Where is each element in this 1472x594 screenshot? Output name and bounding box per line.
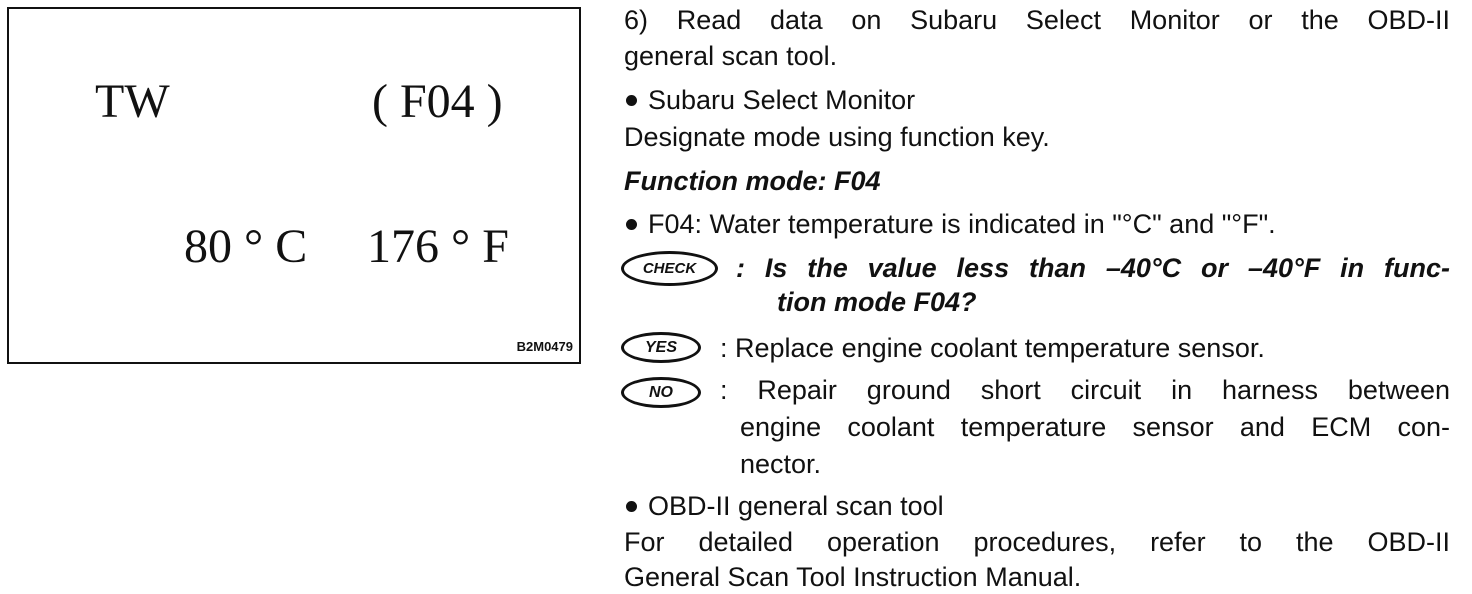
no-action-line-1: : Repair ground short circuit in harness… <box>720 375 1450 405</box>
no-action-line-3: nector. <box>740 449 822 479</box>
bullet-obd-scan-tool: OBD-II general scan tool <box>626 493 944 520</box>
bullet-subaru-select-monitor: Subaru Select Monitor <box>626 87 915 114</box>
bullet-dot-icon <box>626 219 637 230</box>
display-fahrenheit-value: 176 ° F <box>367 220 509 273</box>
yes-action-text: : Replace engine coolant temperature sen… <box>720 333 1265 363</box>
check-question-line-1: : Is the value less than –40°C or –40°F … <box>736 253 1450 283</box>
display-parameter-label: TW <box>95 75 170 128</box>
bullet-f04-text: F04: Water temperature is indicated in "… <box>648 209 1276 239</box>
check-question-line-2: tion mode F04? <box>777 287 977 317</box>
display-function-mode: ( F04 ) <box>372 75 503 128</box>
step-6-line-2: general scan tool. <box>624 41 838 71</box>
bullet-f04: F04: Water temperature is indicated in "… <box>626 211 1276 238</box>
detail-line-1: For detailed operation procedures, refer… <box>624 527 1450 557</box>
function-mode-heading: Function mode: F04 <box>624 166 881 196</box>
bullet-obd-scan-tool-text: OBD-II general scan tool <box>648 491 944 521</box>
no-badge-icon: NO <box>621 377 701 408</box>
bullet-dot-icon <box>626 95 637 106</box>
display-celsius-value: 80 ° C <box>184 220 308 273</box>
check-badge-icon: CHECK <box>621 251 718 286</box>
yes-badge-icon: YES <box>621 332 701 363</box>
monitor-display-figure: TW ( F04 ) 80 ° C 176 ° F B2M0479 <box>7 7 581 364</box>
designate-mode-text: Designate mode using function key. <box>624 122 1050 152</box>
bullet-subaru-select-monitor-text: Subaru Select Monitor <box>648 85 916 115</box>
bullet-dot-icon <box>626 501 637 512</box>
detail-line-2: General Scan Tool Instruction Manual. <box>624 562 1082 592</box>
step-6-line-1: 6) Read data on Subaru Select Monitor or… <box>624 5 1450 35</box>
no-action-line-2: engine coolant temperature sensor and EC… <box>740 412 1450 442</box>
figure-id: B2M0479 <box>516 339 573 354</box>
